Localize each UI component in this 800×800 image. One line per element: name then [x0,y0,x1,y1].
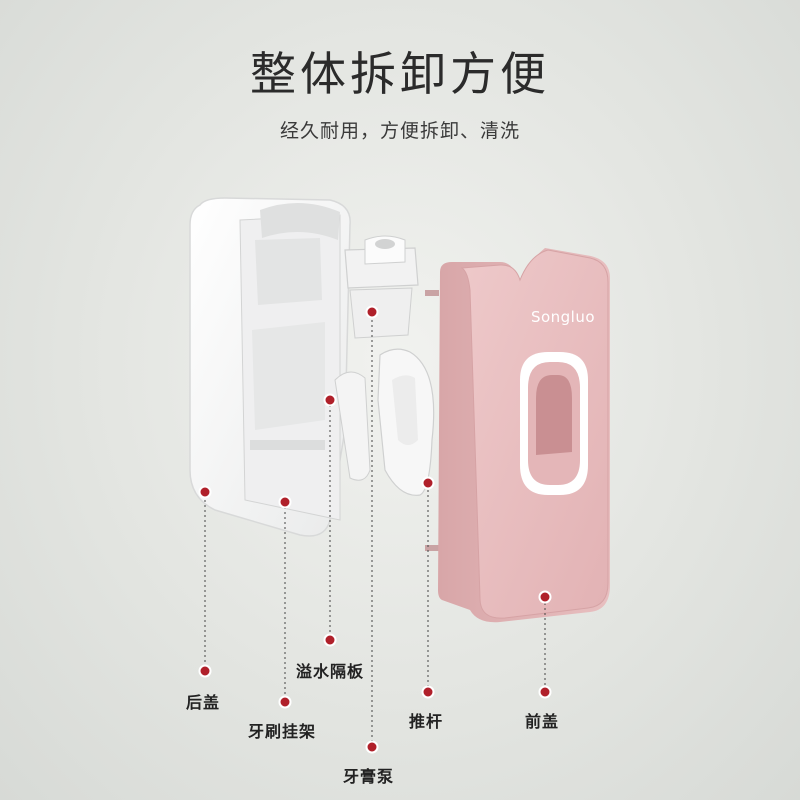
label-toothbrush-holder: 牙刷挂架 [248,722,317,741]
label-toothpaste-pump: 牙膏泵 [343,767,395,786]
toothpaste-pump-marker-bottom [365,740,379,754]
push-rod-shape [377,348,435,496]
label-back-cover: 后盖 [186,693,221,712]
toothpaste-pump-shape [344,235,419,339]
brand-logo: Songluo [531,308,595,326]
front-cover-shape: Songluo [438,248,610,623]
push-rod-marker-top [421,476,435,490]
label-overflow-partition: 溢水隔板 [296,662,365,681]
front-cover-marker-bottom [538,685,552,699]
page-title: 整体拆卸方便 [250,47,550,101]
toothbrush-holder-marker-top [278,495,292,509]
toothpaste-pump-marker-top [365,305,379,319]
push-rod-marker-bottom [421,685,435,699]
overflow-partition-marker-top [323,393,337,407]
toothbrush-holder-marker-bottom [278,695,292,709]
back-cover-marker-top [198,485,212,499]
back-cover-marker-bottom [198,664,212,678]
label-push-rod: 推杆 [409,712,444,731]
front-cover-marker-top [538,590,552,604]
label-front-cover: 前盖 [525,712,560,731]
overflow-partition-marker-bottom [323,633,337,647]
page-subtitle: 经久耐用，方便拆卸、清洗 [279,120,520,142]
back-cover-shape [189,197,351,537]
overflow-partition-shape [334,371,371,481]
